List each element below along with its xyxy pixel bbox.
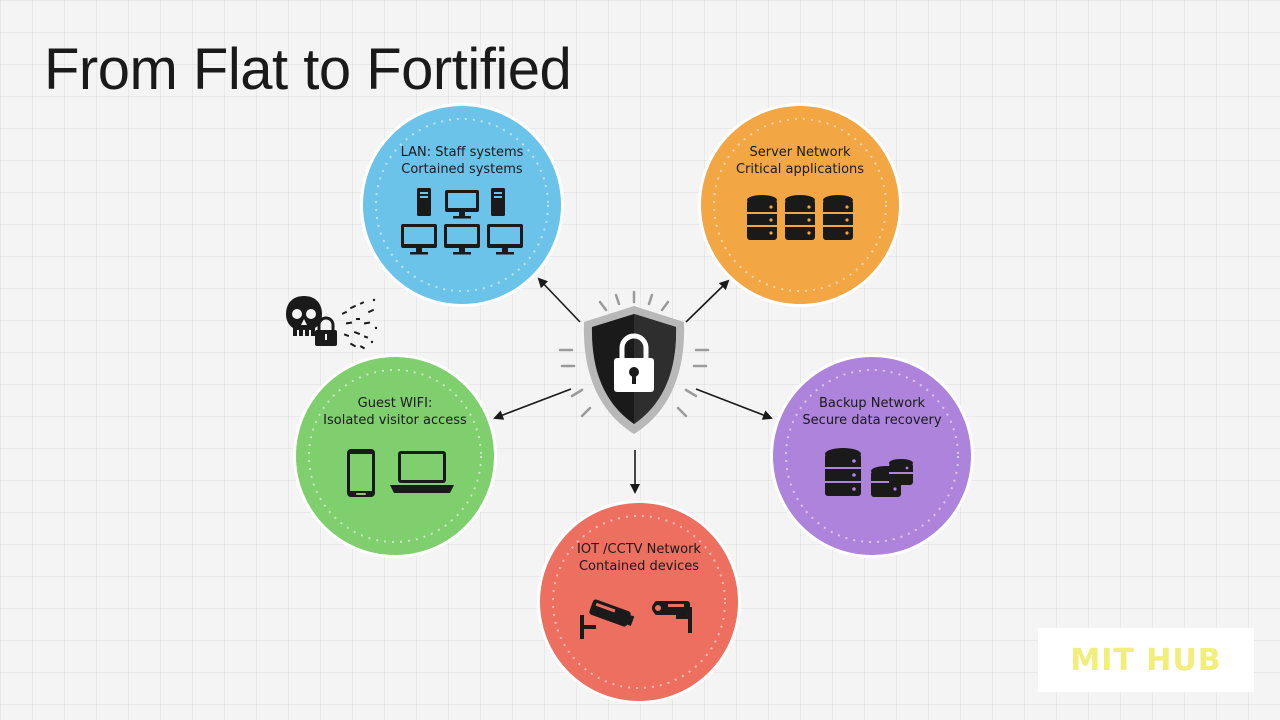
- node-lan: LAN: Staff systems Cortained systems: [357, 100, 567, 310]
- node-backup-label: Backup Network Secure data recovery: [802, 396, 942, 428]
- node-iot-circle: [537, 500, 741, 704]
- node-iot-cctv: IOT /CCTV Network Contained devices: [534, 497, 744, 707]
- node-guest-wifi: Guest WIFI: Isolated visitor access: [290, 351, 500, 561]
- node-guest-label: Guest WIFI: Isolated visitor access: [323, 396, 467, 428]
- node-lan-label: LAN: Staff systems Cortained systems: [400, 145, 524, 177]
- node-backup: Backup Network Secure data recovery: [767, 351, 977, 561]
- node-guest-circle: [293, 354, 497, 558]
- skull-lock-icon: [286, 296, 378, 350]
- page-title: From Flat to Fortified: [44, 37, 572, 102]
- node-backup-circle: [770, 354, 974, 558]
- arrow-to-guest: [493, 388, 572, 420]
- node-server-label: Server Network Critical applications: [735, 145, 865, 177]
- watermark: MIT HUB: [1038, 628, 1254, 692]
- arrow-to-backup: [695, 388, 773, 420]
- arrow-to-server: [685, 279, 730, 323]
- phone-laptop-icon: [347, 449, 454, 497]
- computers-icon: [401, 188, 523, 255]
- database-icon: [747, 195, 853, 240]
- cctv-camera-icon: [580, 599, 692, 639]
- node-server: Server Network Critical applications: [695, 100, 905, 310]
- backup-storage-icon: [825, 448, 913, 497]
- arrow-to-lan: [537, 277, 581, 323]
- node-iot-label: IOT /CCTV Network Contained devices: [577, 542, 701, 574]
- shield-lock-icon: [558, 290, 710, 434]
